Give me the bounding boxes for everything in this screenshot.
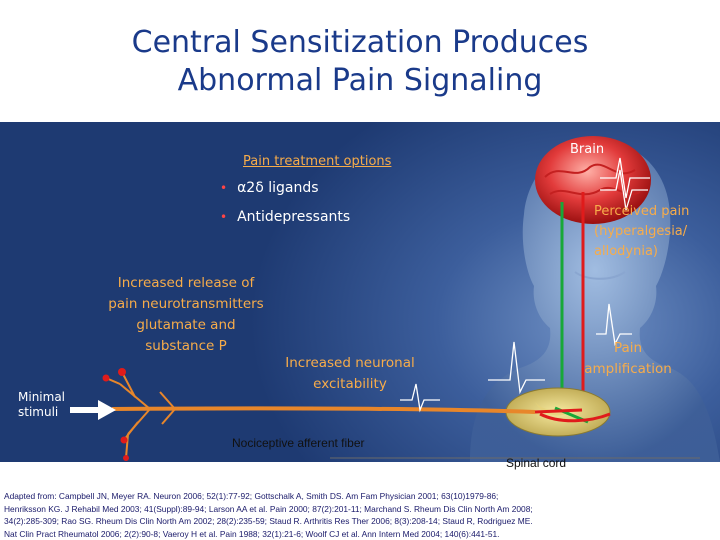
nociceptive-fiber-label: Nociceptive afferent fiber xyxy=(232,436,365,450)
pain-amplification-label: Pain amplification xyxy=(573,338,683,380)
spinal-cord-label: Spinal cord xyxy=(506,456,567,470)
reference-line: Henriksson KG. J Rehabil Med 2003; 41(Su… xyxy=(4,503,533,514)
release-line: substance P xyxy=(145,338,227,354)
reference-line: Nat Clin Pract Rheumatol 2006; 2(2):90-8… xyxy=(4,528,500,539)
treatment-item-label: α2δ ligands xyxy=(237,180,319,196)
excitability-line: excitability xyxy=(313,376,387,392)
diagram-graphics xyxy=(70,136,720,462)
amplification-line: Pain xyxy=(613,340,643,356)
slide-title: Central Sensitization Produces Abnormal … xyxy=(0,24,720,100)
title-line-2: Abnormal Pain Signaling xyxy=(177,63,543,98)
amplification-line: amplification xyxy=(584,361,672,377)
treatment-item-label: Antidepressants xyxy=(237,209,351,225)
perceived-pain-line: allodynia) xyxy=(594,244,658,259)
excitability-line: Increased neuronal xyxy=(285,355,415,371)
pain-spike-waveform-icon xyxy=(400,157,650,413)
title-line-1: Central Sensitization Produces xyxy=(131,25,589,60)
references: Adapted from: Campbell JN, Meyer RA. Neu… xyxy=(4,490,716,540)
reference-line: Adapted from: Campbell JN, Meyer RA. Neu… xyxy=(4,491,499,501)
release-line: glutamate and xyxy=(136,317,236,333)
perceived-pain-line: (hyperalgesia/ xyxy=(594,224,688,239)
release-line: Increased release of xyxy=(117,275,255,291)
reference-line: 34(2):285-309; Rao SG. Rheum Dis Clin No… xyxy=(4,516,533,527)
arrow-right-icon xyxy=(70,400,116,420)
neuronal-excitability-label: Increased neuronal excitability xyxy=(268,353,432,395)
head-silhouette-icon xyxy=(470,142,720,462)
treatment-item-1: • α2δ ligands xyxy=(220,180,319,196)
release-line: pain neurotransmitters xyxy=(108,296,264,312)
treatment-item-2: • Antidepressants xyxy=(220,209,350,225)
brain-label: Brain xyxy=(570,142,605,157)
stimulus-points xyxy=(102,368,129,461)
diagram-panel: Brain Pain treatment options • α2δ ligand… xyxy=(0,122,720,462)
bullet: • xyxy=(220,181,228,195)
perceived-pain-label: Perceived pain (hyperalgesia/ allodynia) xyxy=(594,202,689,262)
stimuli-line: Minimal xyxy=(18,390,66,404)
treatment-heading: Pain treatment options xyxy=(243,154,392,169)
nerve-endings-icon xyxy=(105,371,176,459)
perceived-pain-line: Perceived pain xyxy=(594,204,690,219)
neurotransmitter-release-label: Increased release of pain neurotransmitt… xyxy=(94,273,278,357)
bullet: • xyxy=(220,210,228,224)
nociceptive-fiber xyxy=(111,406,583,414)
stimuli-line: stimuli xyxy=(18,405,59,419)
minimal-stimuli-label: Minimal stimuli xyxy=(18,390,65,420)
